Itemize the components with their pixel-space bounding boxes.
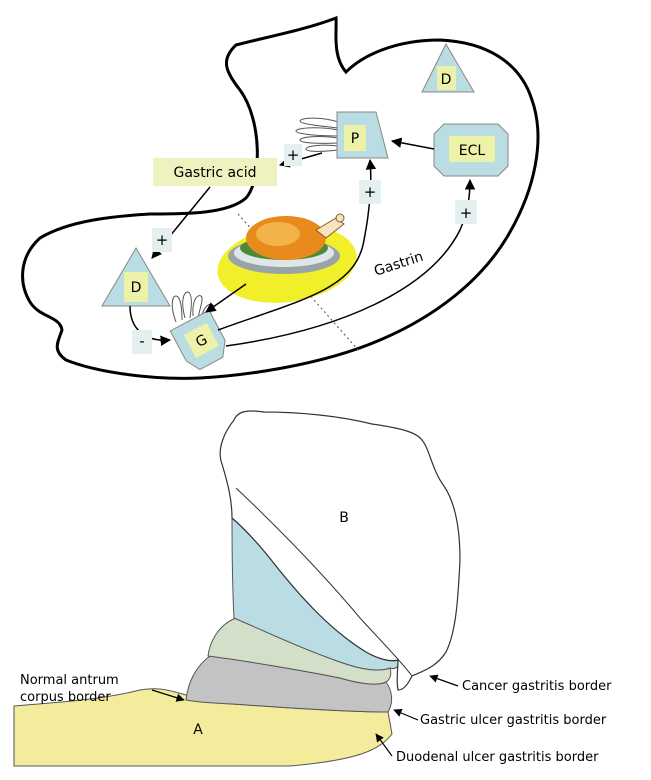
duodenal-ulcer-border-label: Duodenal ulcer gastritis border	[396, 750, 599, 765]
d-top-label: D	[441, 72, 452, 88]
sign-plus-p-to-acid: +	[284, 144, 302, 166]
sign-plus-gastrin-to-ecl: +	[455, 200, 477, 224]
svg-text:+: +	[364, 183, 377, 201]
normal-border-label-line1: Normal antrum	[20, 673, 119, 688]
region-a-label: A	[193, 722, 203, 738]
d-left-label: D	[131, 280, 142, 296]
svg-text:-: -	[139, 332, 144, 350]
stomach-diagram: D P ECL Gastric acid	[23, 18, 538, 378]
ecl-cell: ECL	[434, 124, 508, 176]
gastric-ulcer-border-label: Gastric ulcer gastritis border	[420, 713, 607, 728]
arrow-gastric-ulcer-border	[394, 710, 418, 720]
sign-minus-d-to-g: -	[132, 330, 152, 354]
p-cell: P	[296, 112, 388, 158]
normal-border-label-line2: corpus border	[20, 690, 111, 705]
svg-text:+: +	[287, 146, 300, 164]
gastric-acid-box: Gastric acid	[153, 158, 277, 186]
svg-text:+: +	[156, 231, 169, 249]
region-b-label: B	[339, 510, 349, 526]
gastritis-map-diagram: B A Normal antrum corpus border Cancer g…	[14, 411, 612, 766]
ecl-label: ECL	[459, 143, 486, 159]
p-label: P	[351, 131, 359, 147]
cancer-border-label: Cancer gastritis border	[462, 679, 612, 694]
svg-text:+: +	[460, 204, 473, 222]
sign-plus-acid-to-d: +	[152, 228, 172, 252]
sign-plus-g-to-p: +	[359, 180, 381, 204]
gastric-acid-label: Gastric acid	[173, 165, 256, 181]
arrow-cancer-border	[430, 676, 458, 686]
